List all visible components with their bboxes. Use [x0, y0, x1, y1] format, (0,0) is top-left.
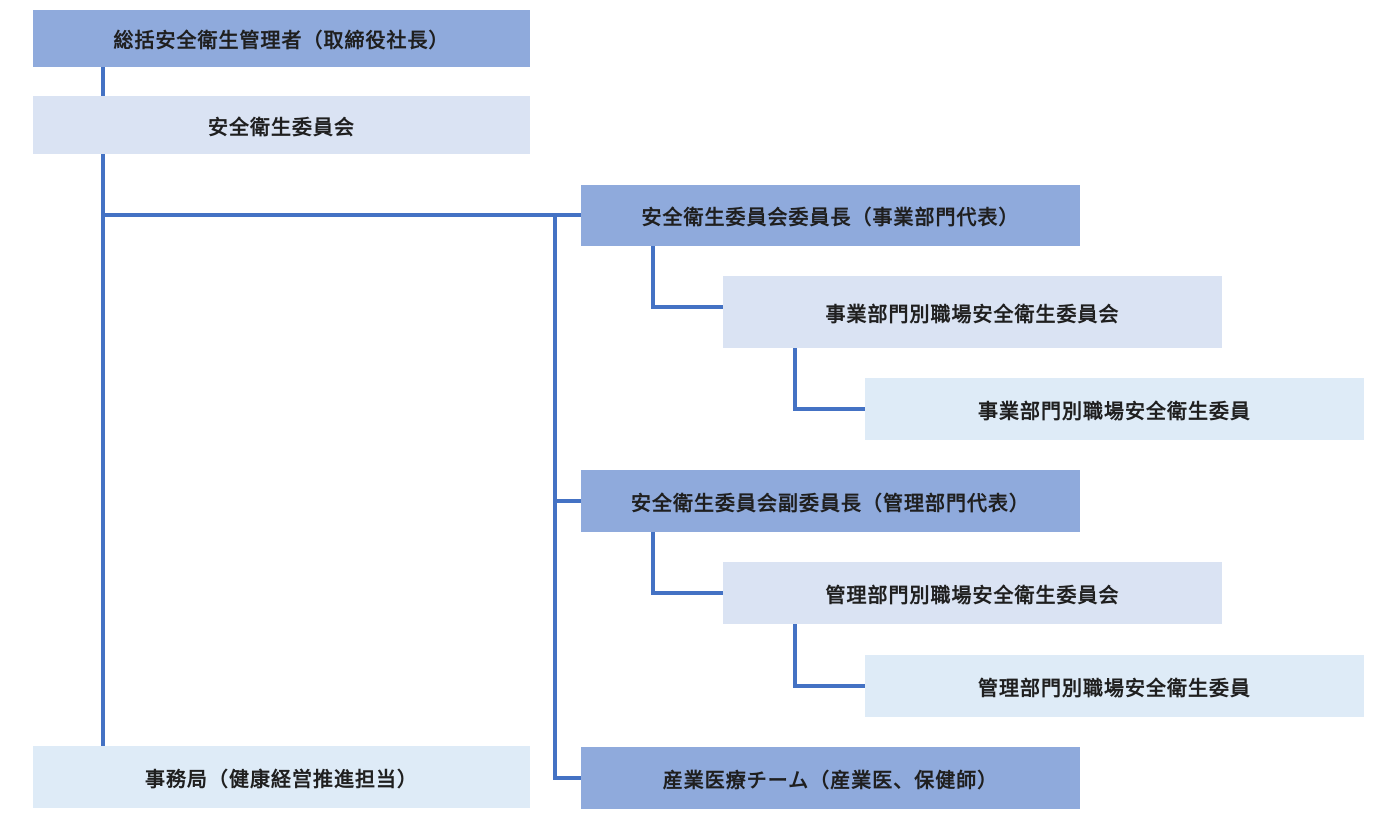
admin-workplace-committee-box: 管理部門別職場安全衛生委員会 [723, 562, 1222, 624]
business-workplace-member-label: 事業部門別職場安全衛生委員 [978, 398, 1251, 423]
admin-workplace-committee-label: 管理部門別職場安全衛生委員会 [825, 582, 1120, 607]
vice-chairman-box: 安全衛生委員会副委員長（管理部門代表） [581, 470, 1080, 532]
safety-committee-box: 安全衛生委員会 [33, 96, 530, 154]
admin-workplace-member-box: 管理部門別職場安全衛生委員 [865, 655, 1364, 717]
business-workplace-committee-label: 事業部門別職場安全衛生委員会 [825, 301, 1120, 326]
admin-workplace-member-label: 管理部門別職場安全衛生委員 [978, 675, 1251, 700]
chairman-label: 安全衛生委員会委員長（事業部門代表） [641, 205, 1020, 229]
safety-committee-label: 安全衛生委員会 [208, 114, 355, 139]
business-workplace-committee-box: 事業部門別職場安全衛生委員会 [723, 276, 1222, 348]
secretariat-label: 事務局（健康経営推進担当） [145, 766, 418, 791]
general-manager-box: 総括安全衛生管理者（取締役社長） [33, 10, 530, 67]
general-manager-label: 総括安全衛生管理者（取締役社長） [113, 28, 450, 52]
vice-chairman-label: 安全衛生委員会副委員長（管理部門代表） [631, 490, 1030, 515]
medical-team-box: 産業医療チーム（産業医、保健師） [581, 747, 1080, 809]
secretariat-box: 事務局（健康経営推進担当） [33, 746, 530, 808]
business-workplace-member-box: 事業部門別職場安全衛生委員 [865, 378, 1364, 440]
medical-team-label: 産業医療チーム（産業医、保健師） [662, 767, 999, 792]
chairman-box: 安全衛生委員会委員長（事業部門代表） [581, 185, 1080, 246]
